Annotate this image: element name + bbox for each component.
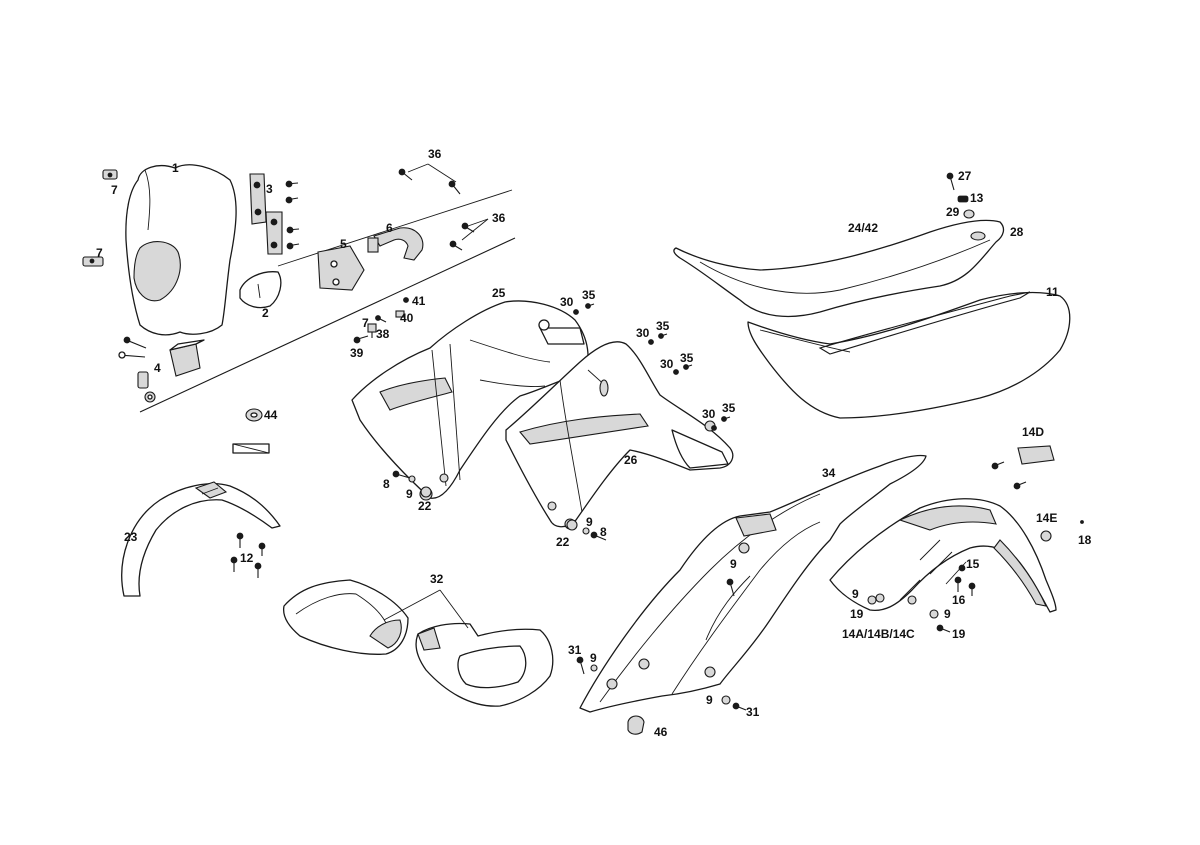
label-headlight-mask: 1	[172, 161, 179, 175]
label-screw-36a: 36	[428, 147, 442, 161]
label-item-28: 28	[1010, 225, 1024, 239]
label-item-19b: 19	[952, 627, 966, 641]
label-washer-9d: 9	[852, 587, 859, 601]
label-item-22a: 22	[418, 499, 432, 513]
small-parts-left	[353, 297, 409, 344]
label-item-38: 38	[376, 327, 390, 341]
label-item-35c: 35	[680, 351, 694, 365]
label-item-46: 46	[654, 725, 668, 739]
label-item-29: 29	[946, 205, 960, 219]
label-shroud-left: 25	[492, 286, 506, 300]
label-bracket-5: 5	[340, 237, 347, 251]
label-item-4: 4	[154, 361, 161, 375]
label-washer-9e: 9	[944, 607, 951, 621]
label-item-30c: 30	[660, 357, 674, 371]
label-item-18: 18	[1078, 533, 1092, 547]
label-item-40: 40	[400, 311, 414, 325]
label-item-30a: 30	[560, 295, 574, 309]
screws-36-shape	[398, 163, 489, 251]
label-item-14d: 14D	[1022, 425, 1044, 439]
label-item-30d: 30	[702, 407, 716, 421]
label-item-41: 41	[412, 294, 426, 308]
label-rear-frame-cover: 34	[822, 466, 836, 480]
shroud-right-shape	[505, 341, 734, 530]
bracket-5-shape	[317, 245, 365, 291]
label-item-14e: 14E	[1036, 511, 1057, 525]
label-screw-27: 27	[958, 169, 972, 183]
label-seat: 24/42	[848, 221, 878, 235]
label-item-7c: 7	[362, 316, 369, 330]
label-clip-7b: 7	[96, 246, 103, 260]
label-item-35a: 35	[582, 288, 596, 302]
label-item-39: 39	[350, 346, 364, 360]
shroud-left-shape	[351, 300, 589, 501]
rear-fender-shape	[829, 498, 1057, 613]
label-item-35d: 35	[722, 401, 736, 415]
label-washer-9a: 9	[406, 487, 413, 501]
front-fender-shape	[121, 481, 281, 597]
shelf-lines	[139, 189, 516, 413]
clamp-6-shape	[367, 227, 424, 261]
label-plate-3: 3	[266, 182, 273, 196]
side-panels-shape	[282, 579, 554, 707]
lower-fasteners	[576, 656, 747, 735]
label-screws-12: 12	[240, 551, 254, 565]
item-4-shape	[118, 336, 205, 403]
label-front-fender: 23	[124, 530, 138, 544]
label-clip-7a: 7	[111, 183, 118, 197]
seat-shape	[673, 219, 1005, 318]
label-screw-31a: 31	[568, 643, 582, 657]
seat-base-shape	[747, 291, 1071, 419]
label-washer-9f: 9	[590, 651, 597, 665]
clip-7b-shape	[82, 256, 104, 267]
callout-labels: 1 2 3 4 5 6 7 7 36 36 24/42 11 27 13 29 …	[96, 147, 1092, 739]
label-clamp-6: 6	[386, 221, 393, 235]
label-screw-8a: 8	[383, 477, 390, 491]
label-item-16: 16	[952, 593, 966, 607]
label-item-13: 13	[970, 191, 984, 205]
label-screw-8b: 8	[600, 525, 607, 539]
plate-3-shape	[249, 173, 283, 255]
headlight-mask	[125, 164, 237, 336]
plate-screws	[285, 180, 300, 250]
label-item-9b: 9	[586, 515, 593, 529]
label-shroud-right: 26	[624, 453, 638, 467]
label-seat-base: 11	[1046, 285, 1059, 299]
seat-fasteners	[946, 172, 975, 219]
label-washer-9g: 9	[706, 693, 713, 707]
label-item-44: 44	[264, 408, 278, 422]
label-screw-36b: 36	[492, 211, 506, 225]
item-44-shape	[232, 408, 270, 454]
label-washer-9c: 9	[730, 557, 737, 571]
label-item-35b: 35	[656, 319, 670, 333]
bracket-2-shape	[239, 271, 282, 309]
label-side-panels: 32	[430, 572, 444, 586]
screws-12-shape	[230, 532, 266, 578]
label-screw-31b: 31	[746, 705, 760, 719]
label-item-15: 15	[966, 557, 980, 571]
label-item-30b: 30	[636, 326, 650, 340]
label-item-19a: 19	[850, 607, 864, 621]
screws-30-35	[573, 303, 731, 431]
label-item-22b: 22	[556, 535, 570, 549]
label-rear-fender: 14A/14B/14C	[842, 627, 915, 641]
label-bracket-2: 2	[262, 306, 269, 320]
rear-fender-fasteners	[867, 445, 1084, 633]
fasteners-left-shroud	[392, 470, 607, 541]
rear-frame-cover-shape	[579, 454, 927, 713]
clip-7a-shape	[102, 169, 118, 180]
